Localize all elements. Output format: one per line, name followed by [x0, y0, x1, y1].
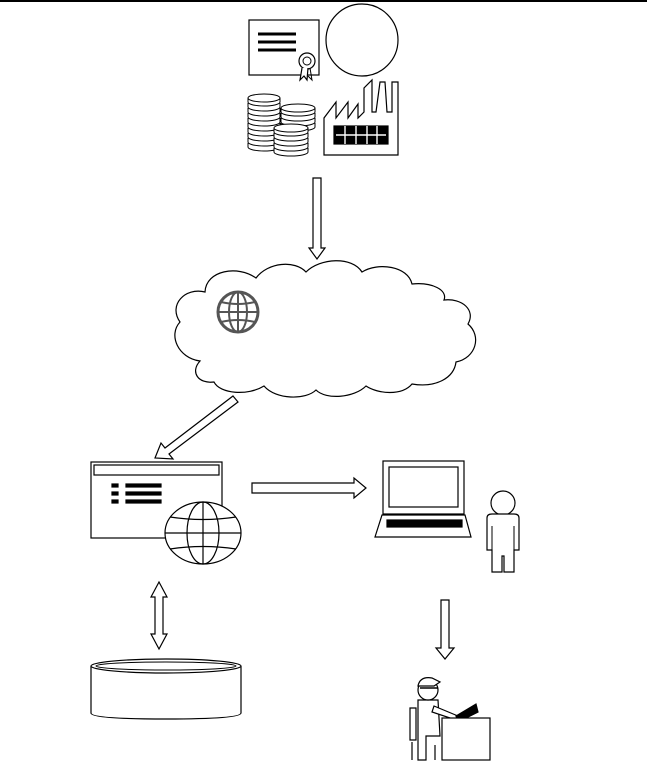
database-icon	[90, 658, 242, 720]
factory-icon	[323, 78, 399, 156]
person-icon	[486, 490, 520, 573]
arrow-top-to-cloud	[307, 177, 327, 261]
coin-stack-icon	[247, 93, 316, 157]
arrow-cloud-to-webpage	[154, 395, 239, 460]
web-globe-icon	[164, 501, 242, 565]
cloud-icon	[174, 260, 477, 398]
certificate-icon	[248, 19, 320, 82]
cloud-globe-icon	[216, 290, 260, 334]
arrow-webpage-to-laptop	[251, 476, 367, 500]
seal-icon	[325, 3, 399, 77]
laptop-icon	[374, 460, 472, 538]
arrow-laptop-to-worker	[434, 599, 456, 660]
desk-worker-icon	[409, 677, 491, 761]
arrow-webpage-database	[150, 580, 168, 651]
